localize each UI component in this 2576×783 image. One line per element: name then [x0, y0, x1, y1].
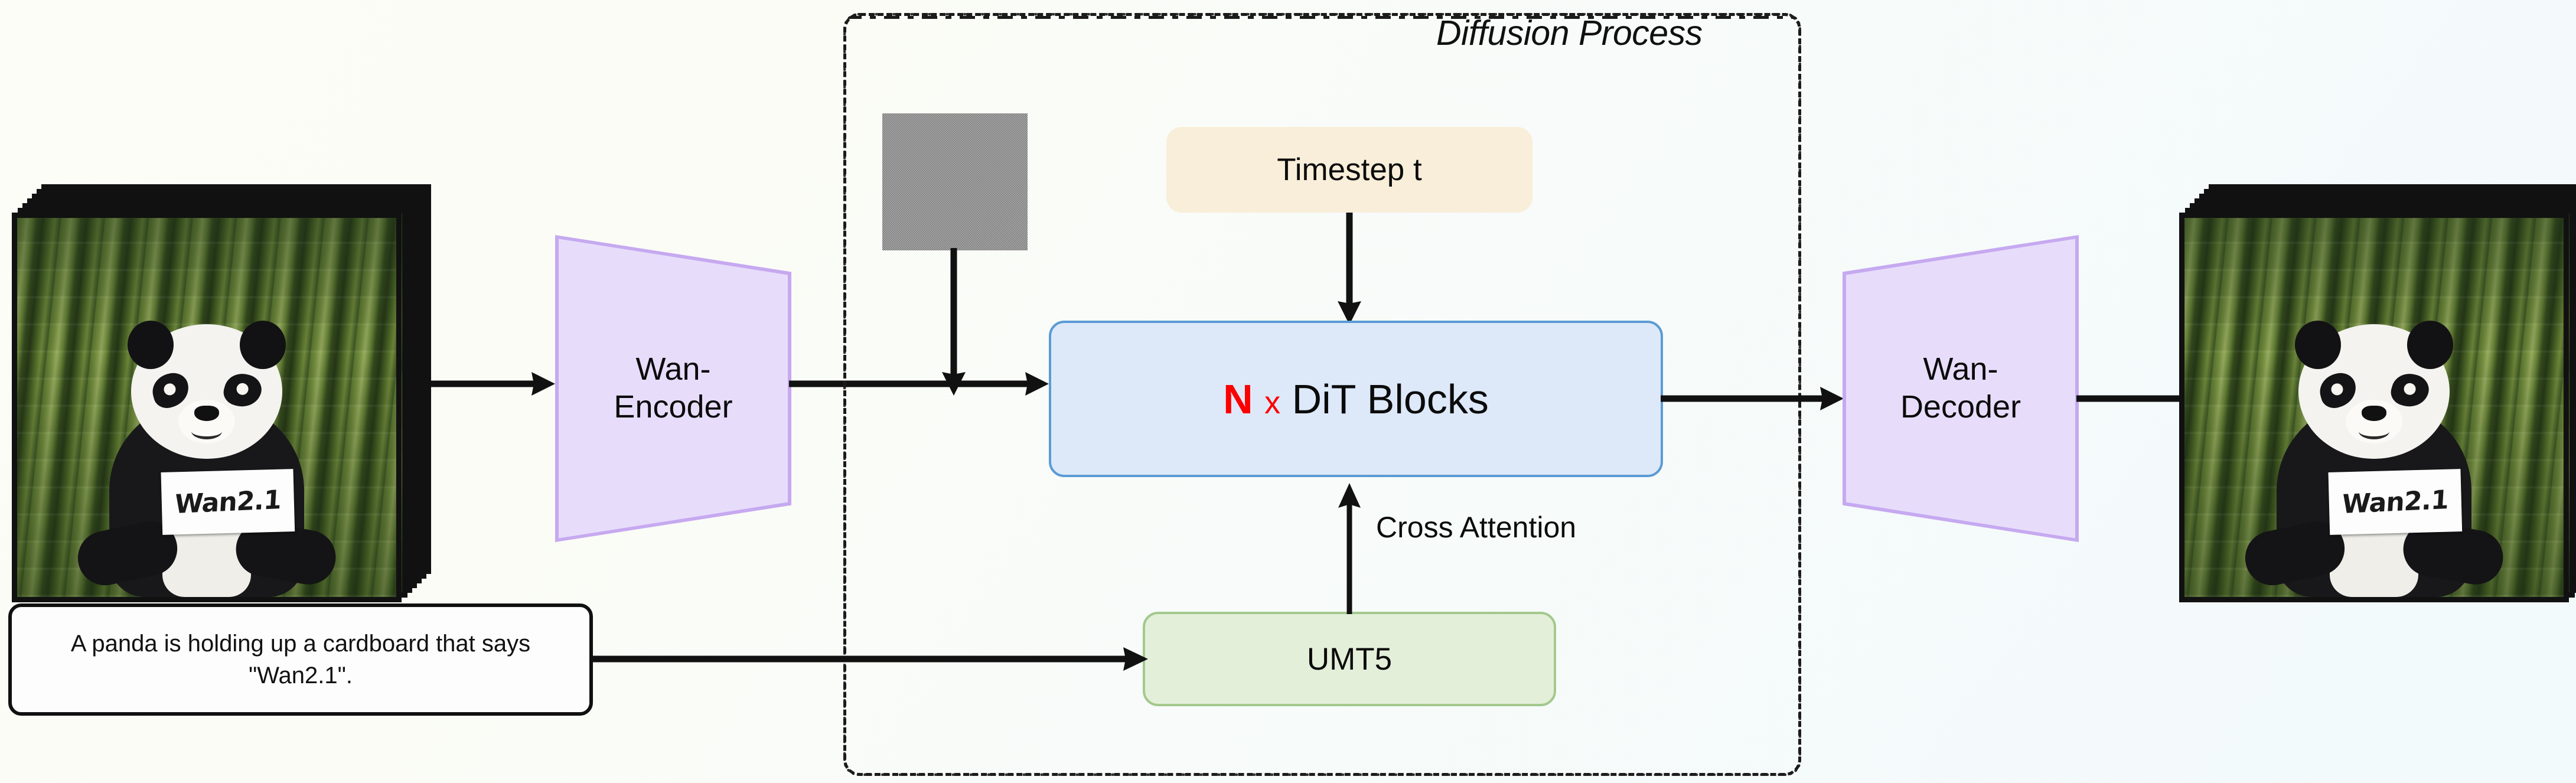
- encoder-label: Wan- Encoder: [614, 351, 732, 426]
- arrow-timestep-to-dit: [1336, 213, 1362, 325]
- arrow-input-to-encoder: [407, 371, 555, 397]
- umt5-text-encoder-block[interactable]: UMT5: [1143, 612, 1556, 706]
- decoder-outline: [1843, 235, 2079, 542]
- dit-blocks-text: DiT Blocks: [1292, 376, 1489, 422]
- prompt-textbox[interactable]: A panda is holding up a cardboard that s…: [8, 603, 593, 716]
- arrow-noise-to-dit: [941, 248, 967, 396]
- video-frame-front: Wan2.1: [12, 213, 402, 602]
- decoder-label-line2: Decoder: [1900, 389, 2021, 425]
- noise-latent-patch: [882, 113, 1028, 250]
- wan-decoder-block[interactable]: Wan- Decoder: [1843, 235, 2079, 542]
- panda-sign: Wan2.1: [161, 469, 295, 535]
- panda-illustration: Wan2.1: [73, 319, 340, 597]
- arrow-umt5-to-dit: [1336, 483, 1362, 614]
- video-frame-front: Wan2.1: [2179, 213, 2569, 602]
- encoder-label-line1: Wan-: [635, 351, 711, 387]
- prompt-text: A panda is holding up a cardboard that s…: [70, 631, 531, 689]
- wan-encoder-block[interactable]: Wan- Encoder: [555, 235, 791, 542]
- panda-sign-text: Wan2.1: [174, 484, 282, 520]
- umt5-label: UMT5: [1306, 641, 1393, 677]
- arrow-prompt-to-umt5: [591, 646, 1148, 672]
- dit-multiplier: x: [1264, 384, 1281, 420]
- diffusion-process-title: Diffusion Process: [1436, 14, 1703, 53]
- input-video-frame-stack: Wan2.1: [12, 184, 443, 602]
- dit-count: N: [1223, 376, 1253, 422]
- encoder-outline: [555, 235, 791, 542]
- decoder-label: Wan- Decoder: [1900, 351, 2021, 426]
- panda-illustration: Wan2.1: [2240, 319, 2507, 597]
- output-video-frame-stack: Wan2.1: [2179, 184, 2576, 602]
- timestep-label: Timestep t: [1277, 152, 1422, 187]
- encoder-label-line2: Encoder: [614, 389, 733, 425]
- timestep-block[interactable]: Timestep t: [1166, 127, 1532, 213]
- dit-blocks-block[interactable]: N x DiT Blocks: [1049, 321, 1663, 477]
- panda-sign: Wan2.1: [2328, 469, 2463, 535]
- arrow-dit-to-decoder: [1661, 386, 1844, 412]
- panda-sign-text: Wan2.1: [2341, 484, 2450, 520]
- cross-attention-label: Cross Attention: [1376, 511, 1577, 544]
- decoder-label-line1: Wan-: [1923, 351, 1998, 387]
- dit-blocks-label: N x DiT Blocks: [1223, 376, 1489, 423]
